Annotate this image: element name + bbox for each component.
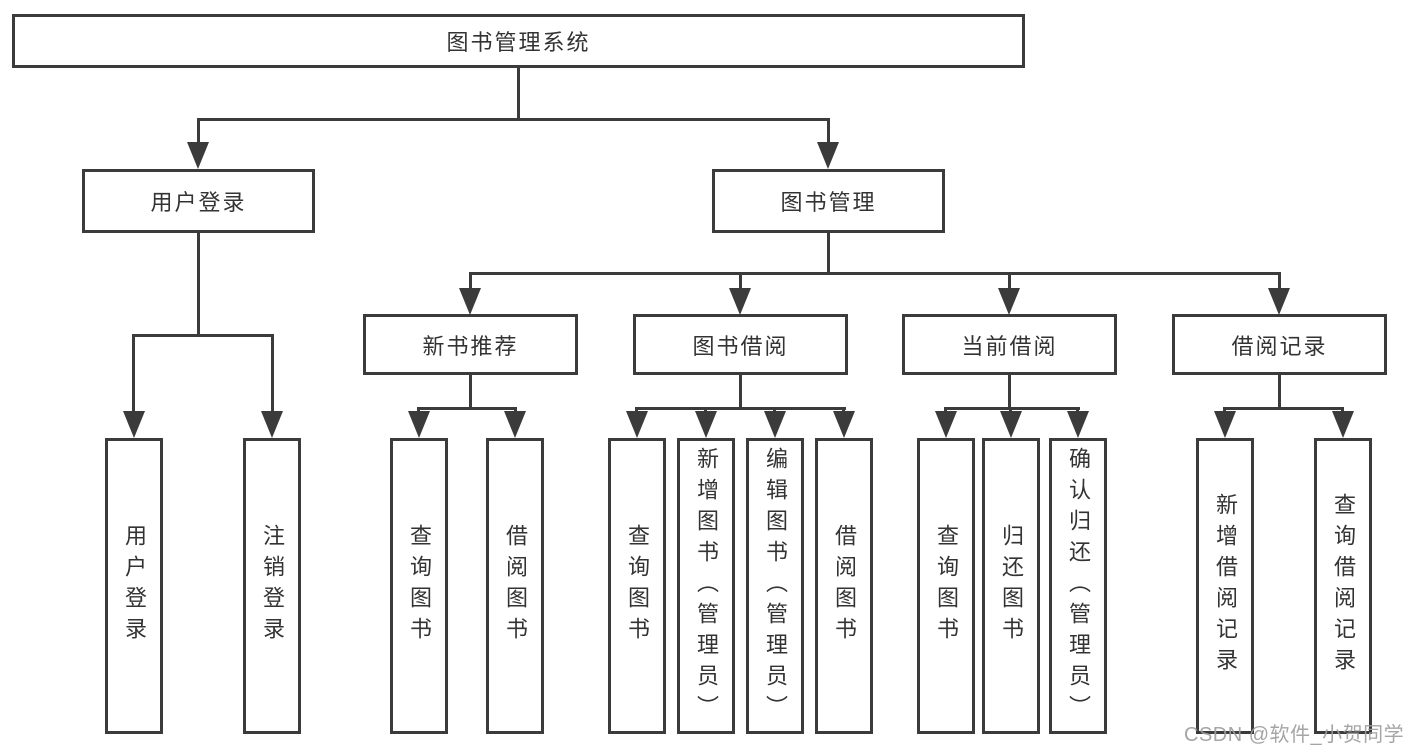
leaf-label: 借阅图书: [832, 524, 857, 648]
node-current-borrowing: 当前借阅: [902, 314, 1117, 375]
leaf-label: 归还图书: [999, 524, 1024, 648]
arrowhead-down-icon: [626, 411, 648, 438]
connector-line: [739, 272, 742, 291]
connector-line: [704, 407, 707, 414]
connector-line: [1076, 407, 1079, 414]
node-book-borrowing: 图书借阅: [633, 314, 848, 375]
connector-line: [1278, 373, 1281, 410]
connector-line: [1223, 407, 1344, 410]
node-book-management: 图书管理: [712, 169, 945, 233]
node-library-management-system: 图书管理系统: [12, 14, 1025, 68]
connector-line: [469, 373, 472, 410]
arrowhead-down-icon: [408, 411, 430, 438]
node-logout-leaf: 注销登录: [243, 438, 301, 734]
arrowhead-down-icon: [504, 411, 526, 438]
leaf-label: 确认归还（管理员）: [1066, 446, 1091, 726]
connector-line: [1341, 407, 1344, 414]
node-query-books-current: 查询图书: [917, 438, 975, 734]
connector-line: [417, 407, 517, 410]
connector-line: [132, 334, 135, 414]
node-return-books: 归还图书: [982, 438, 1040, 734]
connector-line: [827, 118, 830, 145]
node-add-books-admin: 新增图书（管理员）: [677, 438, 735, 734]
arrowhead-down-icon: [187, 142, 209, 169]
node-borrowing-records: 借阅记录: [1172, 314, 1387, 375]
connector-line: [197, 233, 200, 337]
leaf-label: 新增借阅记录: [1213, 493, 1238, 679]
node-add-borrow-record: 新增借阅记录: [1196, 438, 1254, 734]
node-query-borrow-record: 查询借阅记录: [1314, 438, 1372, 734]
csdn-watermark: CSDN @软件_小贺同学: [1184, 724, 1405, 746]
arrowhead-down-icon: [1000, 411, 1022, 438]
connector-line: [132, 334, 274, 337]
arrowhead-down-icon: [935, 411, 957, 438]
arrowhead-down-icon: [764, 411, 786, 438]
connector-line: [514, 407, 517, 414]
arrowhead-down-icon: [1332, 411, 1354, 438]
connector-line: [1278, 272, 1281, 291]
connector-line: [739, 373, 742, 410]
node-user-login-leaf: 用户登录: [105, 438, 163, 734]
leaf-label: 查询图书: [934, 524, 959, 648]
leaf-label: 借阅图书: [503, 524, 528, 648]
leaf-label: 注销登录: [260, 524, 285, 648]
node-query-books-borrowing: 查询图书: [608, 438, 666, 734]
connector-line: [197, 118, 830, 121]
arrowhead-down-icon: [833, 411, 855, 438]
arrowhead-down-icon: [1268, 288, 1290, 315]
arrowhead-down-icon: [695, 411, 717, 438]
leaf-label: 用户登录: [122, 524, 147, 648]
leaf-label: 查询图书: [407, 524, 432, 648]
connector-line: [271, 334, 274, 414]
leaf-label: 查询借阅记录: [1331, 493, 1356, 679]
node-edit-books-admin: 编辑图书（管理员）: [746, 438, 804, 734]
connector-line: [635, 407, 846, 410]
leaf-label: 查询图书: [625, 524, 650, 648]
connector-line: [635, 407, 638, 414]
arrowhead-down-icon: [1067, 411, 1089, 438]
node-new-book-recommendation: 新书推荐: [363, 314, 578, 375]
node-user-login: 用户登录: [82, 169, 315, 233]
arrowhead-down-icon: [817, 142, 839, 169]
node-query-books-recommend: 查询图书: [390, 438, 448, 734]
connector-line: [944, 407, 1080, 410]
connector-line: [1009, 407, 1012, 414]
arrowhead-down-icon: [729, 288, 751, 315]
connector-line: [417, 407, 420, 414]
connector-line: [469, 272, 1281, 275]
arrowhead-down-icon: [1214, 411, 1236, 438]
node-borrow-books-recommend: 借阅图书: [486, 438, 544, 734]
connector-line: [1008, 373, 1011, 410]
connector-line: [469, 272, 472, 291]
leaf-label: 编辑图书（管理员）: [763, 446, 788, 726]
connector-line: [842, 407, 845, 414]
arrowhead-down-icon: [123, 411, 145, 438]
node-confirm-return-admin: 确认归还（管理员）: [1049, 438, 1107, 734]
connector-line: [197, 118, 200, 145]
leaf-label: 新增图书（管理员）: [694, 446, 719, 726]
arrowhead-down-icon: [998, 288, 1020, 315]
connector-line: [1223, 407, 1226, 414]
arrowhead-down-icon: [261, 411, 283, 438]
arrowhead-down-icon: [459, 288, 481, 315]
connector-line: [773, 407, 776, 414]
connector-line: [827, 233, 830, 275]
connector-line: [517, 66, 520, 121]
connector-line: [1008, 272, 1011, 291]
connector-line: [944, 407, 947, 414]
node-borrow-books-borrowing: 借阅图书: [815, 438, 873, 734]
